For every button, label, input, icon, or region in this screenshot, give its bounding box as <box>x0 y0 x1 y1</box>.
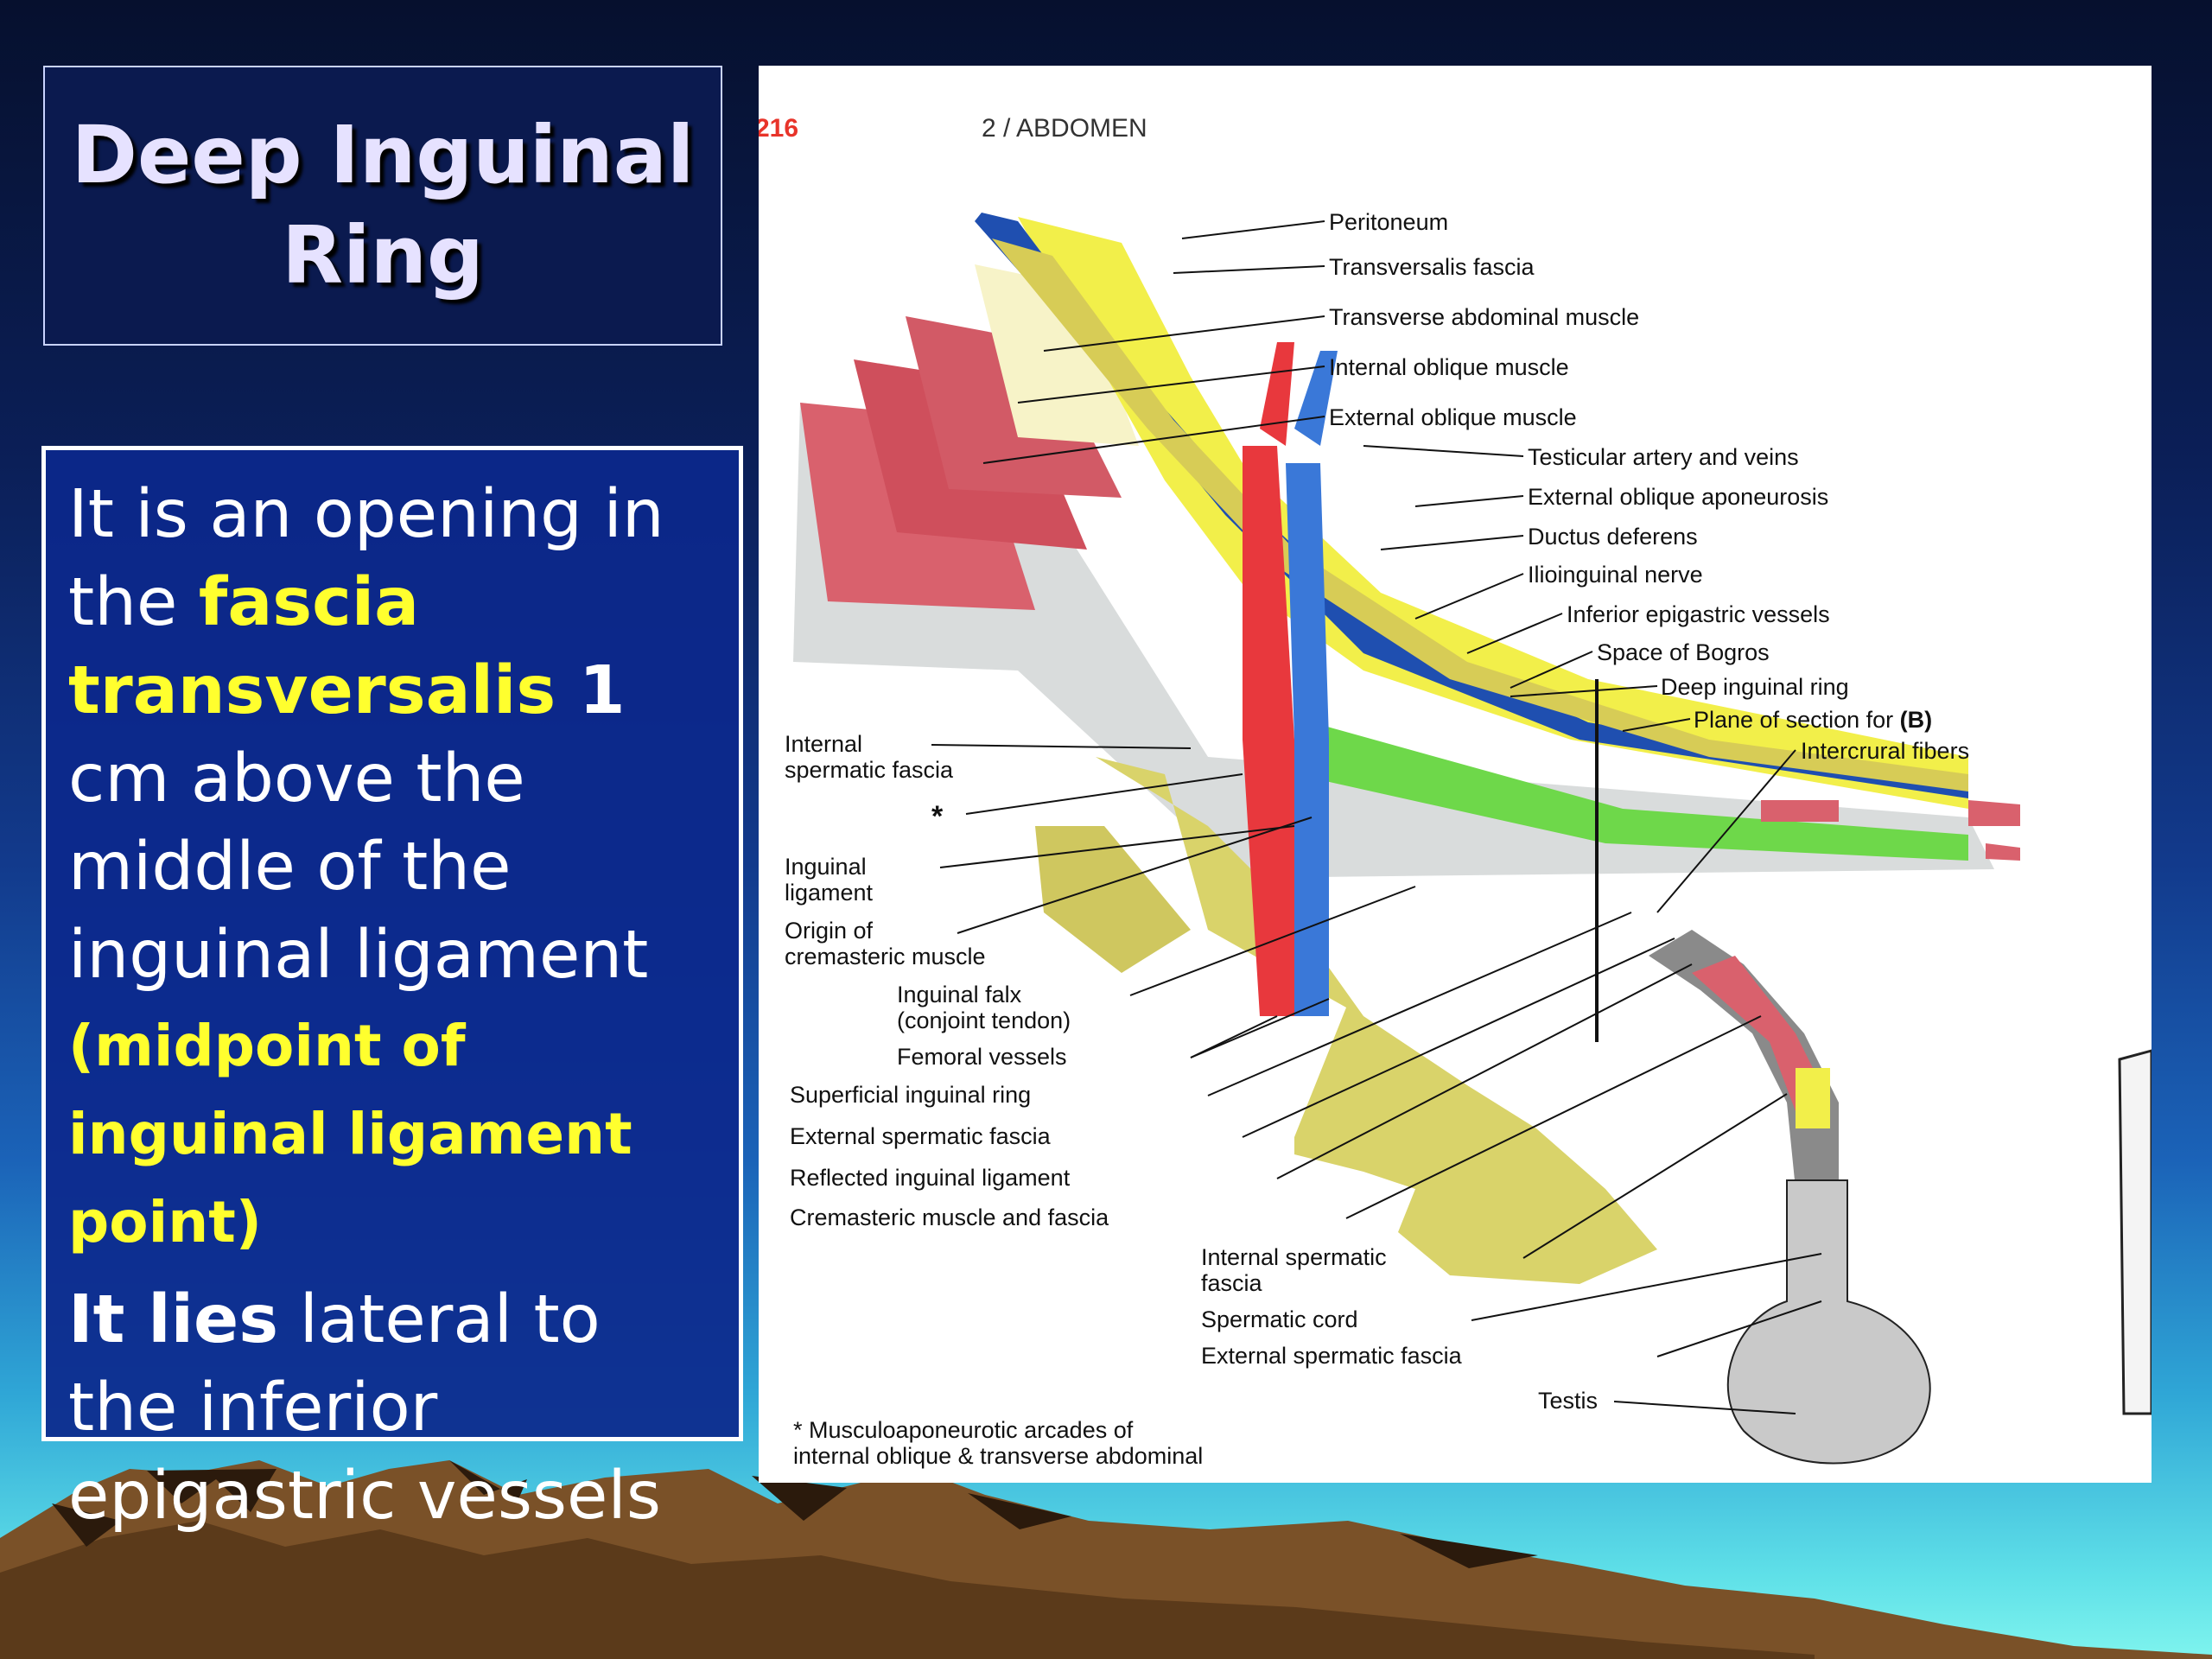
label-testis: Testis <box>1538 1388 1598 1414</box>
bottom-labels: Internal spermatic fascia Spermatic cord… <box>1201 1244 1598 1414</box>
left-leader-lines <box>931 744 1762 1219</box>
title-line-2: Ring <box>282 209 484 302</box>
label-ilioinguinal-nerve: Ilioinguinal nerve <box>1528 562 1703 588</box>
label-external-oblique: External oblique muscle <box>1329 404 1577 430</box>
plane-of-section-text: Plane of section for <box>1694 707 1900 733</box>
label-superficial-inguinal-ring: Superficial inguinal ring <box>790 1082 1031 1108</box>
p1-fascia-highlight: fascia transversalis <box>68 564 556 729</box>
femoral-vein <box>1286 463 1329 1016</box>
anatomy-figure: 216 2 / ABDOMEN <box>759 66 2152 1483</box>
p1-text-a: It is an opening in the <box>68 476 664 641</box>
label-ductus-deferens: Ductus deferens <box>1528 524 1698 550</box>
abdominal-wall-layers <box>793 213 2020 878</box>
label-intercrural-fibers: Intercrural fibers <box>1801 738 1969 764</box>
slide-title: Deep Inguinal Ring <box>72 105 695 306</box>
label-asterisk: * <box>931 800 944 833</box>
label-inguinal-ligament-1: Inguinal <box>785 854 867 880</box>
plane-of-section-b: (B) <box>1900 707 1932 733</box>
label-femoral-vessels: Femoral vessels <box>897 1044 1067 1070</box>
left-labels: Internal spermatic fascia * Inguinal lig… <box>785 731 1109 1230</box>
label-deep-inguinal-ring: Deep inguinal ring <box>1661 674 1849 700</box>
p2-bold: It lies <box>68 1281 279 1358</box>
paragraph-relation: It lies lateral to the inferior epigastr… <box>68 1276 721 1541</box>
label-inguinal-falx-2: (conjoint tendon) <box>897 1007 1071 1033</box>
label-cremasteric-origin-1: Origin of <box>785 918 874 944</box>
label-inguinal-falx-1: Inguinal falx <box>897 982 1022 1007</box>
label-transverse-abdominal-muscle: Transverse abdominal muscle <box>1329 304 1639 330</box>
label-internal-spermatic-fascia-b2: fascia <box>1201 1270 1263 1296</box>
bottom-leader-lines <box>1471 1093 1822 1414</box>
slide-title-box: Deep Inguinal Ring <box>43 66 722 346</box>
testis <box>1726 1179 1931 1465</box>
label-external-oblique-aponeurosis: External oblique aponeurosis <box>1528 484 1828 510</box>
label-internal-oblique: Internal oblique muscle <box>1329 354 1569 380</box>
femoral-artery <box>1243 446 1294 1016</box>
adjacent-figure-edge <box>2118 1049 2152 1415</box>
p1-paren-highlight: (midpoint of inguinal ligament point) <box>68 1013 632 1255</box>
label-transversalis-fascia: Transversalis fascia <box>1329 254 1535 280</box>
title-line-1: Deep Inguinal <box>71 109 695 201</box>
paragraph-location: It is an opening in the fascia transvers… <box>68 471 721 1264</box>
pubic-ramus <box>1035 826 1191 973</box>
label-inguinal-ligament-2: ligament <box>785 880 874 906</box>
testicular-artery <box>1260 342 1294 446</box>
testicular-vein <box>1294 351 1338 446</box>
label-plane-of-section: Plane of section for (B) <box>1694 707 1932 733</box>
p1-text-b: cm above the middle of the inguinal liga… <box>68 741 649 994</box>
label-peritoneum: Peritoneum <box>1329 209 1448 235</box>
spermatic-cord <box>1649 930 1839 1189</box>
label-spermatic-cord: Spermatic cord <box>1201 1306 1358 1332</box>
label-internal-spermatic-fascia-1: Internal <box>785 731 862 757</box>
label-cremasteric-muscle-fascia: Cremasteric muscle and fascia <box>790 1205 1109 1230</box>
footnote-line-1: * Musculoaponeurotic arcades of <box>793 1417 1134 1443</box>
inguinal-anatomy-illustration: 216 2 / ABDOMEN <box>759 114 2152 1469</box>
page-number: 216 <box>759 114 798 143</box>
right-leader-lines <box>982 220 1796 913</box>
label-external-spermatic-fascia-left: External spermatic fascia <box>790 1123 1052 1149</box>
label-reflected-inguinal-ligament: Reflected inguinal ligament <box>790 1165 1071 1191</box>
pelvic-bone <box>1096 757 1657 1284</box>
label-external-spermatic-fascia-bottom: External spermatic fascia <box>1201 1343 1463 1369</box>
cord-fascia-band <box>1796 1068 1830 1128</box>
figure-header: 2 / ABDOMEN <box>982 114 1147 143</box>
label-space-of-bogros: Space of Bogros <box>1597 639 1770 665</box>
label-cremasteric-origin-2: cremasteric muscle <box>785 944 986 969</box>
label-internal-spermatic-fascia-b1: Internal spermatic <box>1201 1244 1387 1270</box>
description-box: It is an opening in the fascia transvers… <box>41 446 743 1535</box>
p1-one: 1 <box>556 652 626 729</box>
footnote-line-2: internal oblique & transverse abdominal <box>793 1443 1203 1469</box>
right-labels: Peritoneum Transversalis fascia Transver… <box>1329 209 1969 764</box>
p2-rest: lateral to the inferior epigastric vesse… <box>68 1281 661 1535</box>
label-inferior-epigastric: Inferior epigastric vessels <box>1567 601 1830 627</box>
label-testicular-artery-veins: Testicular artery and veins <box>1528 444 1799 470</box>
label-internal-spermatic-fascia-2: spermatic fascia <box>785 757 954 783</box>
